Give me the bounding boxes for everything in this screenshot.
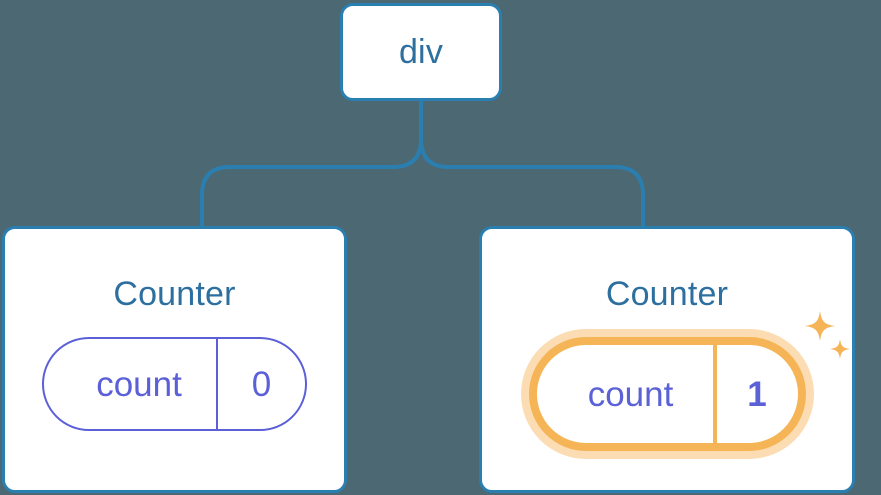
component-node-counter-right[interactable]: Counter count 1 xyxy=(479,226,855,493)
state-pill-wrapper: count 1 xyxy=(528,311,850,451)
root-node-label: div xyxy=(398,33,444,71)
sparkle-large-icon xyxy=(804,311,835,341)
component-title: Counter xyxy=(605,275,729,313)
state-pill-key: count xyxy=(44,339,218,429)
root-node-div[interactable]: div xyxy=(340,3,502,101)
state-pill-wrapper: count 0 xyxy=(42,337,307,431)
component-node-counter-left[interactable]: Counter count 0 xyxy=(2,226,347,493)
sparkles-group xyxy=(804,311,850,359)
state-pill-count[interactable]: count 0 xyxy=(42,337,307,431)
state-pill-key: count xyxy=(537,345,717,443)
state-pill-count-highlighted[interactable]: count 1 xyxy=(528,337,806,451)
state-pill-value: 1 xyxy=(747,374,767,414)
state-pill-value: 0 xyxy=(251,364,272,404)
sparkle-small-icon xyxy=(829,339,850,359)
component-title: Counter xyxy=(113,275,236,313)
